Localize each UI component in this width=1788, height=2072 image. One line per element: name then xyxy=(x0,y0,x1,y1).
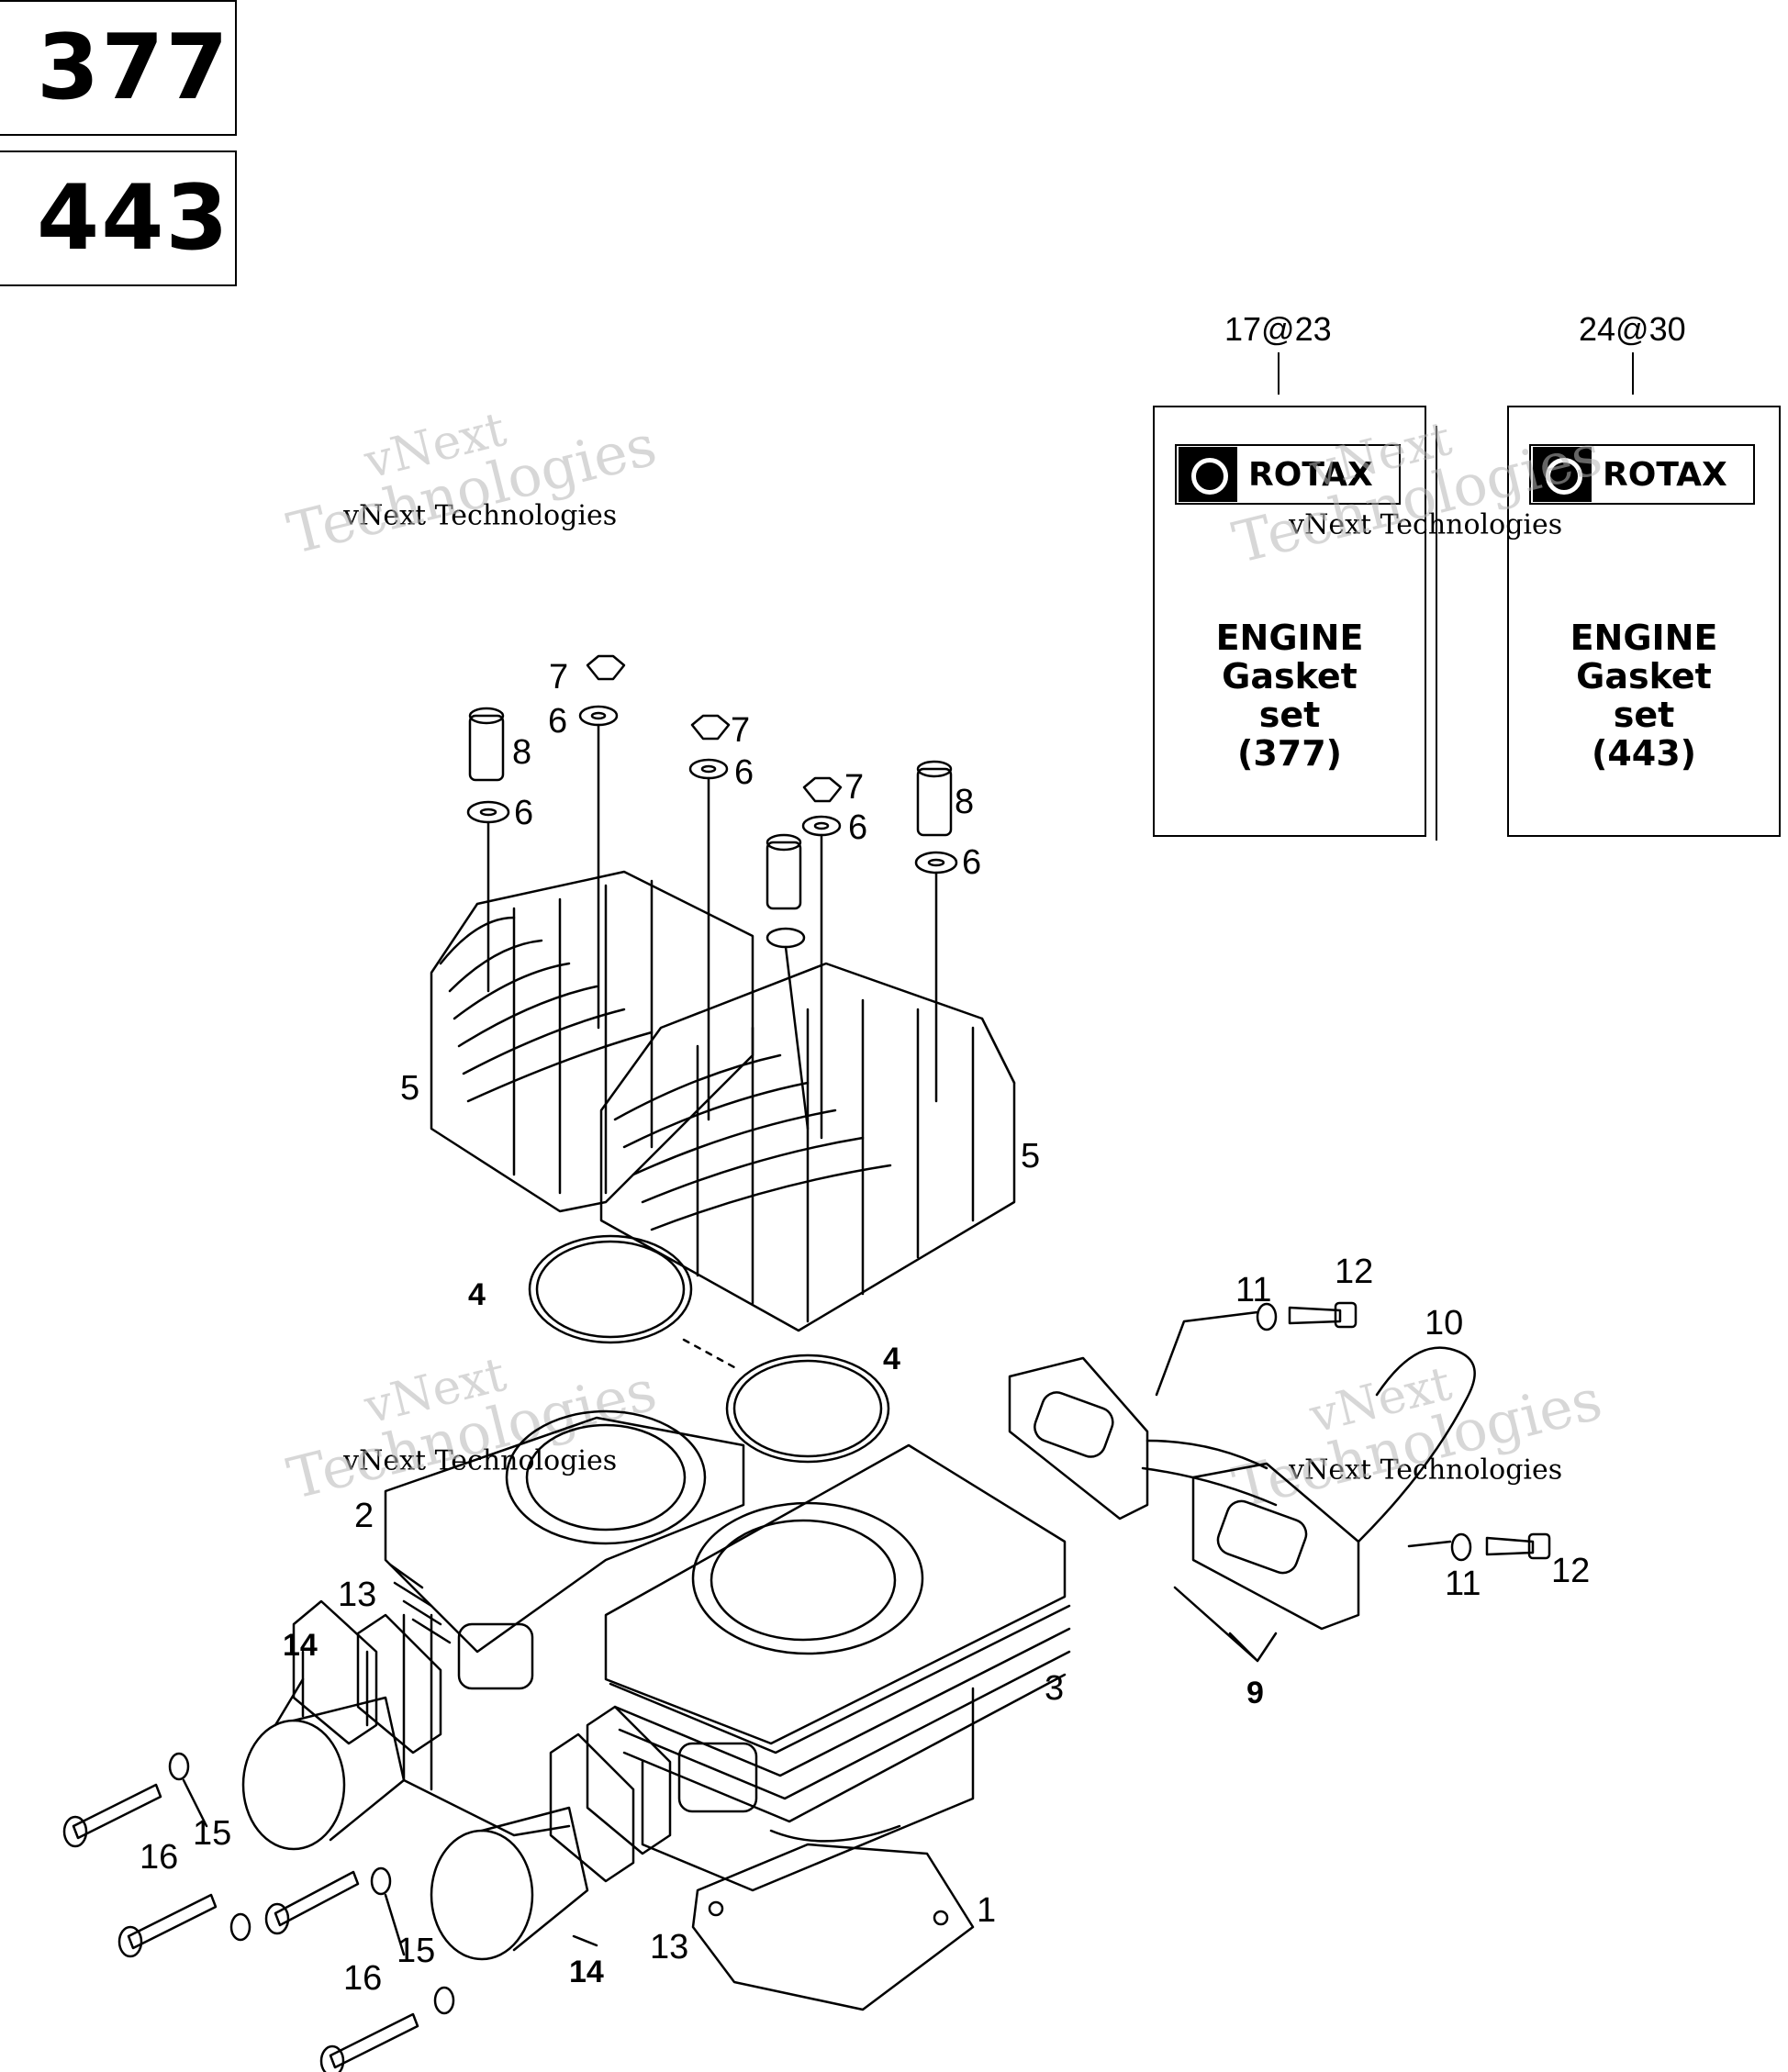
model-label-443: 443 xyxy=(0,150,237,286)
callout-12: 12 xyxy=(1551,1552,1590,1590)
kit-title-line: (443) xyxy=(1591,733,1697,774)
brand-name: ROTAX xyxy=(1603,455,1727,494)
callout-9: 9 xyxy=(1246,1676,1264,1710)
kit-title-line: (377) xyxy=(1236,733,1343,774)
kit-title: ENGINE Gasket set (377) xyxy=(1155,618,1425,773)
kit-title-line: ENGINE xyxy=(1570,618,1718,658)
callout-15: 15 xyxy=(397,1932,435,1970)
brand-name: ROTAX xyxy=(1248,455,1373,494)
callout-13: 13 xyxy=(338,1576,376,1614)
box-edge xyxy=(1425,426,1437,841)
callout-14: 14 xyxy=(283,1628,318,1663)
callout-11: 11 xyxy=(1235,1271,1271,1309)
intake-flange-left xyxy=(241,1599,442,1851)
o-ring-right-inner xyxy=(732,1359,883,1458)
kit-ref-377: 17@23 xyxy=(1224,310,1332,348)
callout-16: 16 xyxy=(343,1959,382,1998)
callout-6: 6 xyxy=(848,808,867,847)
o-ring-left-inner xyxy=(535,1240,686,1339)
intake-flange-right xyxy=(430,1705,672,1961)
callout-6: 6 xyxy=(962,843,981,882)
o-ring-right xyxy=(725,1353,890,1464)
watermark-text: vNext Technologies xyxy=(1288,1454,1562,1487)
kit-ref-443: 24@30 xyxy=(1579,310,1686,348)
model-number: 443 xyxy=(37,166,230,271)
gasket-kit-377: ROTAX ENGINE Gasket set (377) xyxy=(1153,406,1437,841)
callout-8: 8 xyxy=(955,783,974,821)
model-label-377: 377 xyxy=(0,0,237,136)
callout-6: 6 xyxy=(514,794,533,832)
watermark-text: vNext Technologies xyxy=(342,1445,617,1477)
gasket-kit-443: ROTAX ENGINE Gasket set (443) xyxy=(1507,406,1781,837)
callout-16: 16 xyxy=(140,1838,178,1877)
cylinder-left xyxy=(384,1409,745,1837)
callout-5: 5 xyxy=(400,1069,419,1108)
rotax-logo: ROTAX xyxy=(1175,444,1401,505)
cylinder-head-left xyxy=(430,870,754,1213)
base-gasket xyxy=(691,1843,975,2011)
bombardier-gear-icon xyxy=(1179,447,1237,502)
kit-title: ENGINE Gasket set (443) xyxy=(1509,618,1779,773)
kit-leader-line xyxy=(1632,352,1634,395)
kit-title-line: Gasket xyxy=(1222,656,1358,696)
watermark-text: vNext Technologies xyxy=(1288,509,1562,541)
cylinder-head-right xyxy=(599,962,1016,1332)
bombardier-gear-icon xyxy=(1533,447,1592,502)
callout-15: 15 xyxy=(193,1814,231,1853)
head-hardware xyxy=(466,654,958,1140)
callout-6: 6 xyxy=(734,753,754,792)
kit-title-line: set xyxy=(1613,695,1675,735)
callout-11: 11 xyxy=(1445,1565,1481,1603)
exhaust-manifold-gaskets xyxy=(1008,1310,1476,1663)
watermark: vNext vNext Technologies Technologies vN… xyxy=(281,402,1608,1521)
gasket-hole xyxy=(933,1910,949,1926)
callout-8: 8 xyxy=(512,733,531,772)
callout-12: 12 xyxy=(1335,1253,1373,1291)
callout-7: 7 xyxy=(731,711,750,750)
callout-4: 4 xyxy=(468,1277,486,1312)
callout-7: 7 xyxy=(844,768,864,807)
studs-and-washers xyxy=(62,1752,455,2072)
callout-7: 7 xyxy=(549,658,568,696)
callout-3: 3 xyxy=(1045,1669,1064,1708)
leader-line xyxy=(682,1338,736,1369)
kit-title-line: Gasket xyxy=(1576,656,1712,696)
rotax-logo: ROTAX xyxy=(1529,444,1755,505)
model-number: 377 xyxy=(37,16,230,120)
callout-2: 2 xyxy=(354,1497,374,1535)
callout-6: 6 xyxy=(548,702,567,741)
callout-5: 5 xyxy=(1021,1137,1040,1175)
o-ring-left xyxy=(528,1234,693,1344)
exhaust-hardware xyxy=(1256,1301,1551,1562)
kit-title-line: ENGINE xyxy=(1215,618,1364,658)
callout-1: 1 xyxy=(977,1891,996,1930)
callouts: 7 6 8 6 7 6 7 6 8 6 5 5 4 4 11 12 10 11 … xyxy=(140,658,1590,1998)
cylinder-right xyxy=(604,1443,1071,1892)
kit-leader-line xyxy=(1278,352,1280,395)
gasket-hole xyxy=(708,1900,724,1917)
callout-13: 13 xyxy=(650,1928,688,1966)
watermark-text: vNext Technologies xyxy=(342,500,617,532)
callout-14: 14 xyxy=(569,1955,604,1989)
callout-4: 4 xyxy=(883,1342,900,1376)
kit-title-line: set xyxy=(1258,695,1321,735)
callout-10: 10 xyxy=(1425,1304,1463,1342)
